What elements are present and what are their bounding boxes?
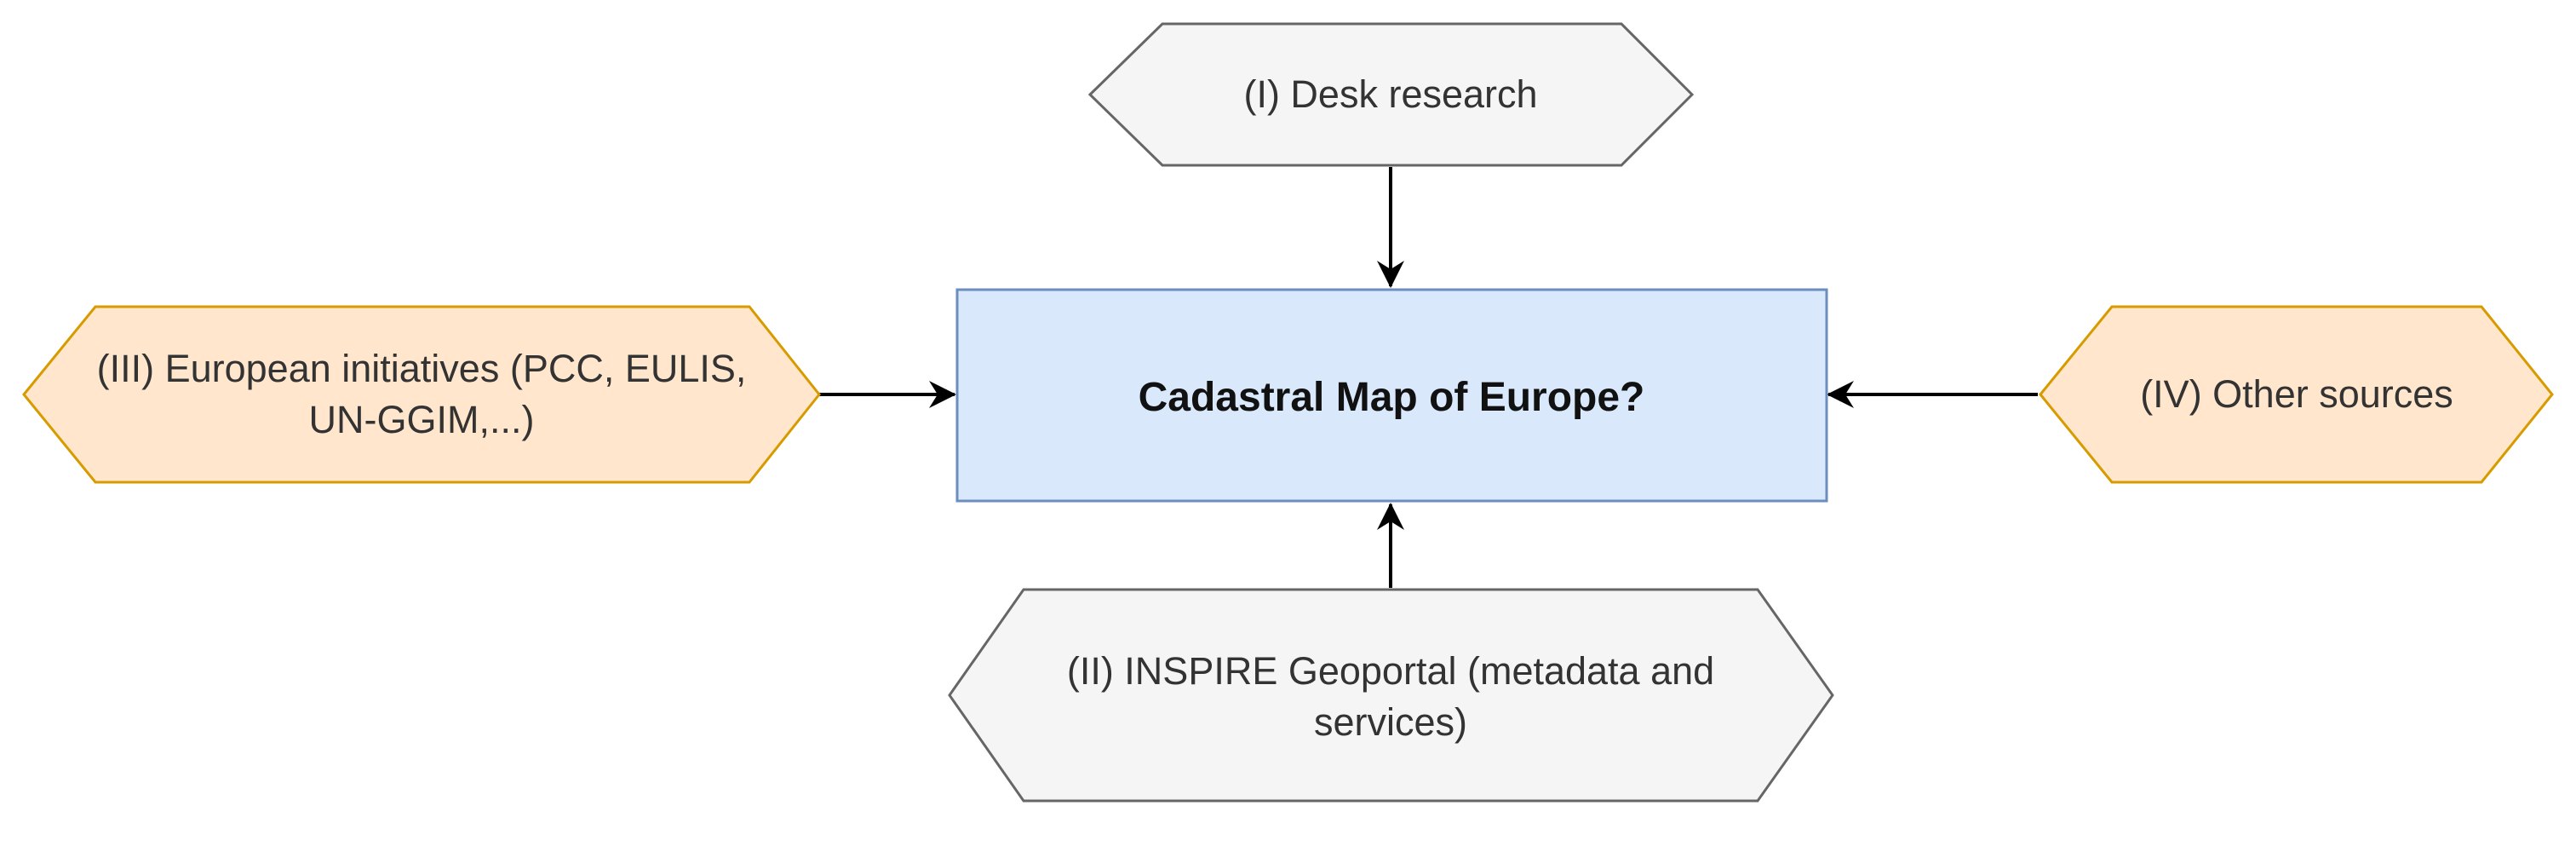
european-initiatives-hexagon	[22, 305, 821, 484]
european-initiatives-label-line1: (III) European initiatives (PCC, EULIS,	[97, 347, 747, 390]
european-initiatives-label-line2: UN-GGIM,...)	[309, 398, 535, 441]
center-node-label: Cadastral Map of Europe?	[1139, 375, 1645, 420]
european-initiatives-node: (III) European initiatives (PCC, EULIS, …	[22, 305, 821, 484]
center-node: Cadastral Map of Europe?	[955, 288, 1828, 503]
desk-research-node: (I) Desk research	[1087, 22, 1695, 167]
other-sources-node: (IV) Other sources	[2039, 305, 2554, 484]
other-sources-hexagon	[2039, 305, 2554, 484]
inspire-label-line2: services)	[1314, 700, 1467, 744]
inspire-node: (II) INSPIRE Geoportal (metadata and ser…	[948, 588, 1834, 803]
inspire-label-line1: (II) INSPIRE Geoportal (metadata and	[1067, 649, 1714, 693]
desk-research-hexagon	[1087, 22, 1695, 167]
inspire-hexagon	[948, 588, 1834, 803]
center-node-box	[955, 288, 1828, 503]
other-sources-label: (IV) Other sources	[2140, 372, 2453, 416]
connectors	[819, 167, 2038, 588]
desk-research-label: (I) Desk research	[1243, 72, 1537, 116]
